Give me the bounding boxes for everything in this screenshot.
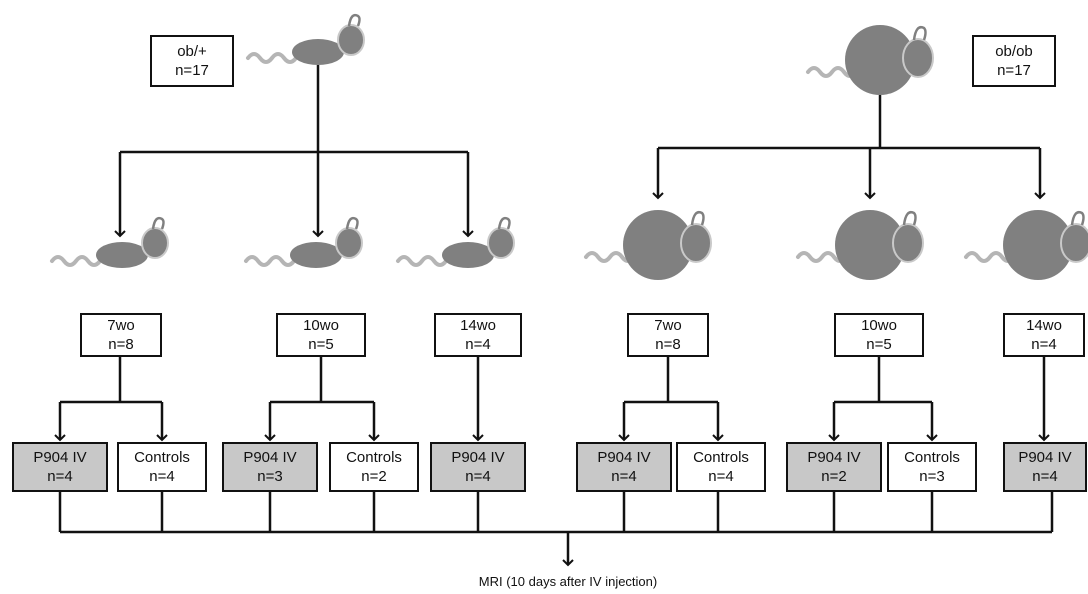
- age-label: 14wo: [460, 317, 496, 334]
- age-label: 7wo: [107, 317, 135, 334]
- age-box-obese-7wo: 7wo n=8: [627, 313, 709, 357]
- treatment-box-lean-7wo-controls: Controls n=4: [117, 442, 207, 492]
- genotype-label: ob/+: [177, 43, 207, 60]
- treatment-count: n=4: [1032, 468, 1058, 485]
- treatment-label: P904 IV: [597, 449, 651, 466]
- connector-lean-7wo: [60, 355, 162, 404]
- treatment-box-obese-14wo-p904: P904 IV n=4: [1003, 442, 1087, 492]
- age-label: 10wo: [303, 317, 339, 334]
- age-box-lean-7wo: 7wo n=8: [80, 313, 162, 357]
- genotype-count: n=17: [175, 62, 209, 79]
- treatment-box-lean-7wo-p904: P904 IV n=4: [12, 442, 108, 492]
- treatment-box-obese-10wo-p904: P904 IV n=2: [786, 442, 882, 492]
- lean-mouse-10wo-icon: [244, 216, 364, 270]
- treatment-label: P904 IV: [451, 449, 505, 466]
- lean-mouse-icon: [246, 13, 366, 67]
- obese-mouse-14wo-icon: [964, 208, 1088, 282]
- treatment-count: n=4: [611, 468, 637, 485]
- age-count: n=5: [308, 336, 334, 353]
- treatment-count: n=4: [47, 468, 73, 485]
- treatment-count: n=3: [257, 468, 283, 485]
- treatment-label: P904 IV: [243, 449, 297, 466]
- age-box-obese-14wo: 14wo n=4: [1003, 313, 1085, 357]
- treatment-count: n=4: [465, 468, 491, 485]
- obese-mouse-10wo-icon: [796, 208, 925, 282]
- treatment-box-lean-10wo-p904: P904 IV n=3: [222, 442, 318, 492]
- treatment-label: P904 IV: [807, 449, 861, 466]
- treatment-count: n=4: [708, 468, 734, 485]
- lean-mouse-14wo-icon: [396, 216, 516, 270]
- treatment-box-obese-7wo-p904: P904 IV n=4: [576, 442, 672, 492]
- age-count: n=4: [1031, 336, 1057, 353]
- treatment-box-lean-14wo-p904: P904 IV n=4: [430, 442, 526, 492]
- treatment-box-obese-7wo-controls: Controls n=4: [676, 442, 766, 492]
- genotype-box-ob-ob: ob/ob n=17: [972, 35, 1056, 87]
- age-box-obese-10wo: 10wo n=5: [834, 313, 924, 357]
- age-label: 10wo: [861, 317, 897, 334]
- treatment-label: P904 IV: [1018, 449, 1072, 466]
- age-count: n=8: [108, 336, 134, 353]
- age-box-lean-14wo: 14wo n=4: [434, 313, 522, 357]
- age-label: 14wo: [1026, 317, 1062, 334]
- age-count: n=8: [655, 336, 681, 353]
- genotype-label: ob/ob: [995, 43, 1033, 60]
- treatment-label: Controls: [693, 449, 749, 466]
- treatment-label: P904 IV: [33, 449, 87, 466]
- connector-lean-10wo: [270, 355, 374, 404]
- age-box-lean-10wo: 10wo n=5: [276, 313, 366, 357]
- age-count: n=4: [465, 336, 491, 353]
- connector-merge-drops: [58, 492, 1054, 532]
- genotype-count: n=17: [997, 62, 1031, 79]
- lean-mouse-7wo-icon: [50, 216, 170, 270]
- connector-obese-7wo: [624, 355, 718, 404]
- connector-obese-10wo: [834, 355, 932, 404]
- obese-mouse-icon: [806, 23, 935, 97]
- obese-mouse-7wo-icon: [584, 208, 713, 282]
- genotype-box-ob-plus: ob/+ n=17: [150, 35, 234, 87]
- treatment-count: n=3: [919, 468, 945, 485]
- treatment-box-obese-10wo-controls: Controls n=3: [887, 442, 977, 492]
- treatment-label: Controls: [346, 449, 402, 466]
- treatment-count: n=2: [361, 468, 387, 485]
- age-label: 7wo: [654, 317, 682, 334]
- treatment-label: Controls: [904, 449, 960, 466]
- age-count: n=5: [866, 336, 892, 353]
- treatment-count: n=4: [149, 468, 175, 485]
- treatment-label: Controls: [134, 449, 190, 466]
- treatment-box-lean-10wo-controls: Controls n=2: [329, 442, 419, 492]
- treatment-count: n=2: [821, 468, 847, 485]
- mri-caption: MRI (10 days after IV injection): [478, 574, 658, 589]
